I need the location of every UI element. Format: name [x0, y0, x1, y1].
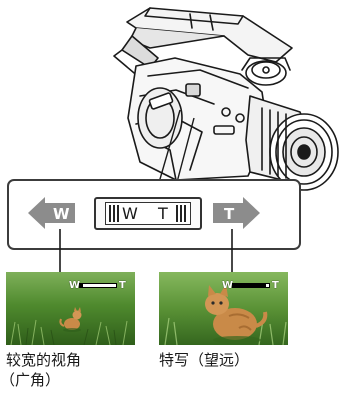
zoom-lever-slot: W T [105, 202, 191, 225]
lever-ridge [176, 205, 178, 222]
lever-ridge [117, 205, 119, 222]
wide-angle-caption-line1: 较宽的视角 [6, 351, 82, 369]
lever-ridge [184, 205, 186, 222]
lever-ridge [113, 205, 115, 222]
lever-ridge [180, 205, 182, 222]
wide-zoom-t-label: T [119, 280, 126, 291]
tele-zoom-bar [232, 283, 270, 288]
tele-arrow-icon: T [213, 197, 260, 229]
cat-small [59, 307, 82, 332]
tele-zoom-indicator [232, 280, 272, 291]
wide-zoom-fill [80, 284, 83, 287]
wide-zoom-w-label: W [69, 280, 81, 291]
wide-angle-caption: 较宽的视角 （广角） [0, 350, 82, 390]
wide-arrow-icon: W [28, 197, 75, 229]
wide-angle-caption-line2: （广角） [0, 371, 61, 389]
telephoto-caption: 特写（望远） [159, 350, 249, 370]
telephoto-caption-line1: 特写（望远） [159, 351, 250, 369]
tele-arrow-label: T [224, 205, 235, 223]
lever-wide-label: W [122, 204, 138, 223]
tele-zoom-w-label: W [222, 280, 234, 291]
tele-zoom-t-label: T [272, 280, 279, 291]
power-zoom-lever[interactable]: W T [94, 197, 202, 230]
wide-angle-photo: W T [6, 272, 135, 345]
wide-zoom-indicator [79, 280, 119, 291]
wide-arrow-label: W [53, 205, 70, 223]
lever-ridge [109, 205, 111, 222]
wide-zoom-bar [79, 283, 117, 288]
lever-tele-label: T [158, 204, 168, 223]
telephoto-photo: W T [159, 272, 288, 345]
cat-large [205, 284, 268, 344]
tele-zoom-fill [233, 284, 267, 287]
